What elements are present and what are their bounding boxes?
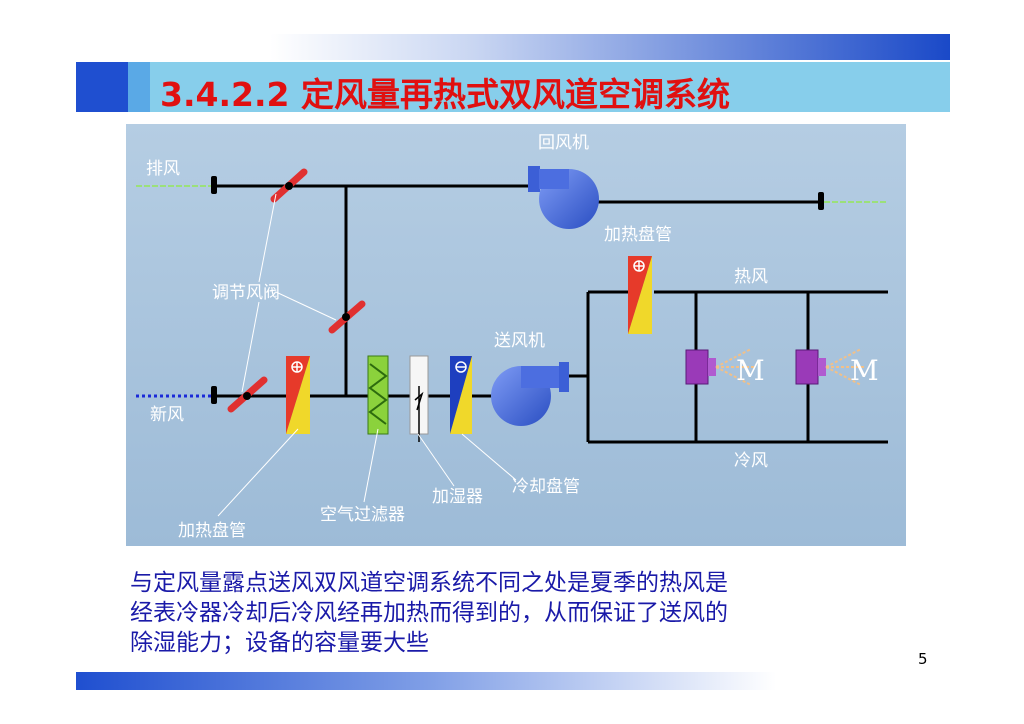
label-reheat-coil-top: 加热盘管 xyxy=(604,225,672,245)
air-filter xyxy=(367,355,389,435)
cooling-coil xyxy=(450,356,472,434)
page-number: 5 xyxy=(918,650,928,668)
label-dampers: 调节风阀 xyxy=(212,283,280,303)
label-fresh-air: 新风 xyxy=(150,405,184,425)
humidifier xyxy=(409,355,429,442)
label-air-filter: 空气过滤器 xyxy=(320,505,405,525)
label-cooling-coil: 冷却盘管 xyxy=(512,477,580,497)
header-gradient-bar xyxy=(270,34,950,60)
damper-bypass xyxy=(328,300,366,334)
mixing-box-right-label: M xyxy=(850,354,879,387)
footer-gradient-bar xyxy=(76,672,776,690)
label-humidifier: 加湿器 xyxy=(432,487,483,507)
description-text: 与定风量露点送风双风道空调系统不同之处是夏季的热风是 经表冷器冷却后冷风经再加热… xyxy=(130,568,910,658)
return-duct xyxy=(576,192,886,210)
description-line: 经表冷器冷却后冷风经再加热而得到的，从而保证了送风的 xyxy=(130,600,728,626)
return-fan xyxy=(528,166,599,229)
label-hot-air: 热风 xyxy=(734,267,768,287)
leader-lines xyxy=(217,193,517,517)
damper-exhaust xyxy=(270,168,308,203)
reheat-coil-top xyxy=(628,256,652,334)
title-band xyxy=(76,62,950,112)
label-exhaust-air: 排风 xyxy=(146,159,180,179)
diagram-background xyxy=(126,124,906,546)
label-return-fan: 回风机 xyxy=(538,133,589,153)
exhaust-duct xyxy=(136,176,536,194)
mixing-box-left: M xyxy=(685,348,765,387)
damper-fresh xyxy=(227,376,268,413)
label-supply-fan: 送风机 xyxy=(494,331,545,351)
heating-coil-bottom xyxy=(286,356,310,434)
supply-fan xyxy=(491,362,569,426)
description-line: 除湿能力；设备的容量要大些 xyxy=(130,630,429,656)
label-heating-coil-bottom: 加热盘管 xyxy=(178,521,246,541)
slide-title: 3.4.2.2 定风量再热式双风道空调系统 xyxy=(160,75,730,114)
hvac-diagram: 回风机 xyxy=(126,124,906,546)
title-accent-mid xyxy=(128,62,150,112)
label-cold-air: 冷风 xyxy=(734,451,768,471)
mixing-box-right: M xyxy=(795,348,879,387)
mixing-box-left-label: M xyxy=(736,354,765,387)
description-line: 与定风量露点送风双风道空调系统不同之处是夏季的热风是 xyxy=(130,570,728,596)
title-accent-dark xyxy=(76,62,128,112)
